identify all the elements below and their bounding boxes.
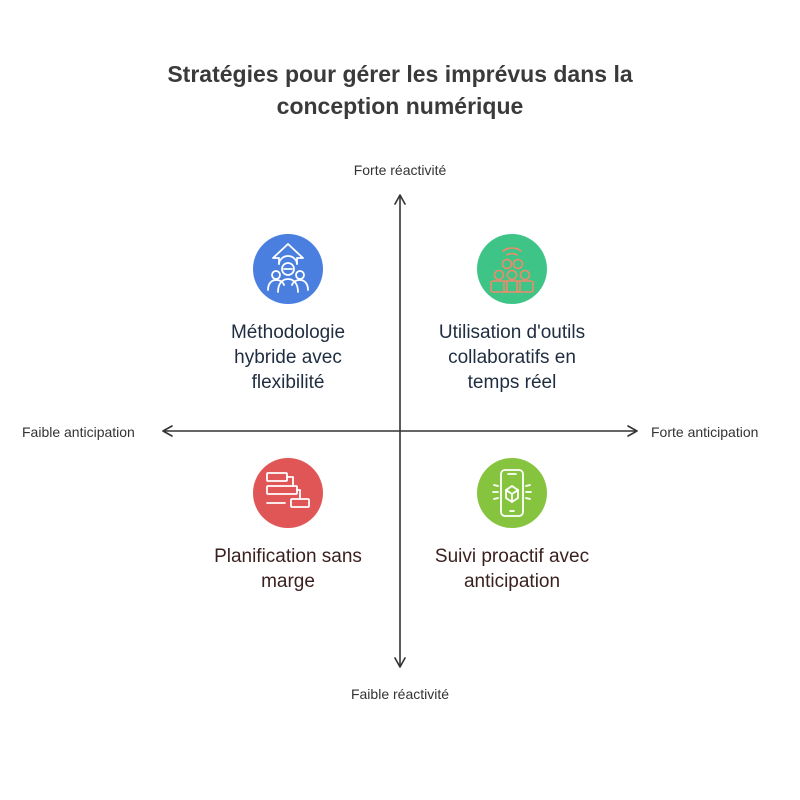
title-line-1: Stratégies pour gérer les imprévus dans … (167, 61, 633, 87)
axis-label-top: Forte réactivité (353, 162, 447, 178)
collaboration-team-icon (477, 234, 547, 304)
quadrant-label-top-left: Méthodologie hybride avec flexibilité (230, 322, 346, 393)
people-growth-icon (253, 234, 323, 304)
axis-label-right: Forte anticipation (651, 424, 759, 440)
title-line-2: conception numérique (276, 93, 524, 119)
diagram-title: Stratégies pour gérer les imprévus dans … (100, 58, 700, 122)
quadrant-label-top-right: Utilisation d'outils collaboratifs en te… (438, 322, 586, 393)
mobile-tracking-icon (477, 458, 547, 528)
quadrant-label-bottom-left: Planification sans marge (214, 546, 362, 592)
quadrant-label-bottom-right: Suivi proactif avec anticipation (434, 546, 590, 592)
axis-label-bottom: Faible réactivité (350, 686, 450, 702)
axis-label-left: Faible anticipation (22, 424, 135, 440)
gantt-plan-icon (253, 458, 323, 528)
